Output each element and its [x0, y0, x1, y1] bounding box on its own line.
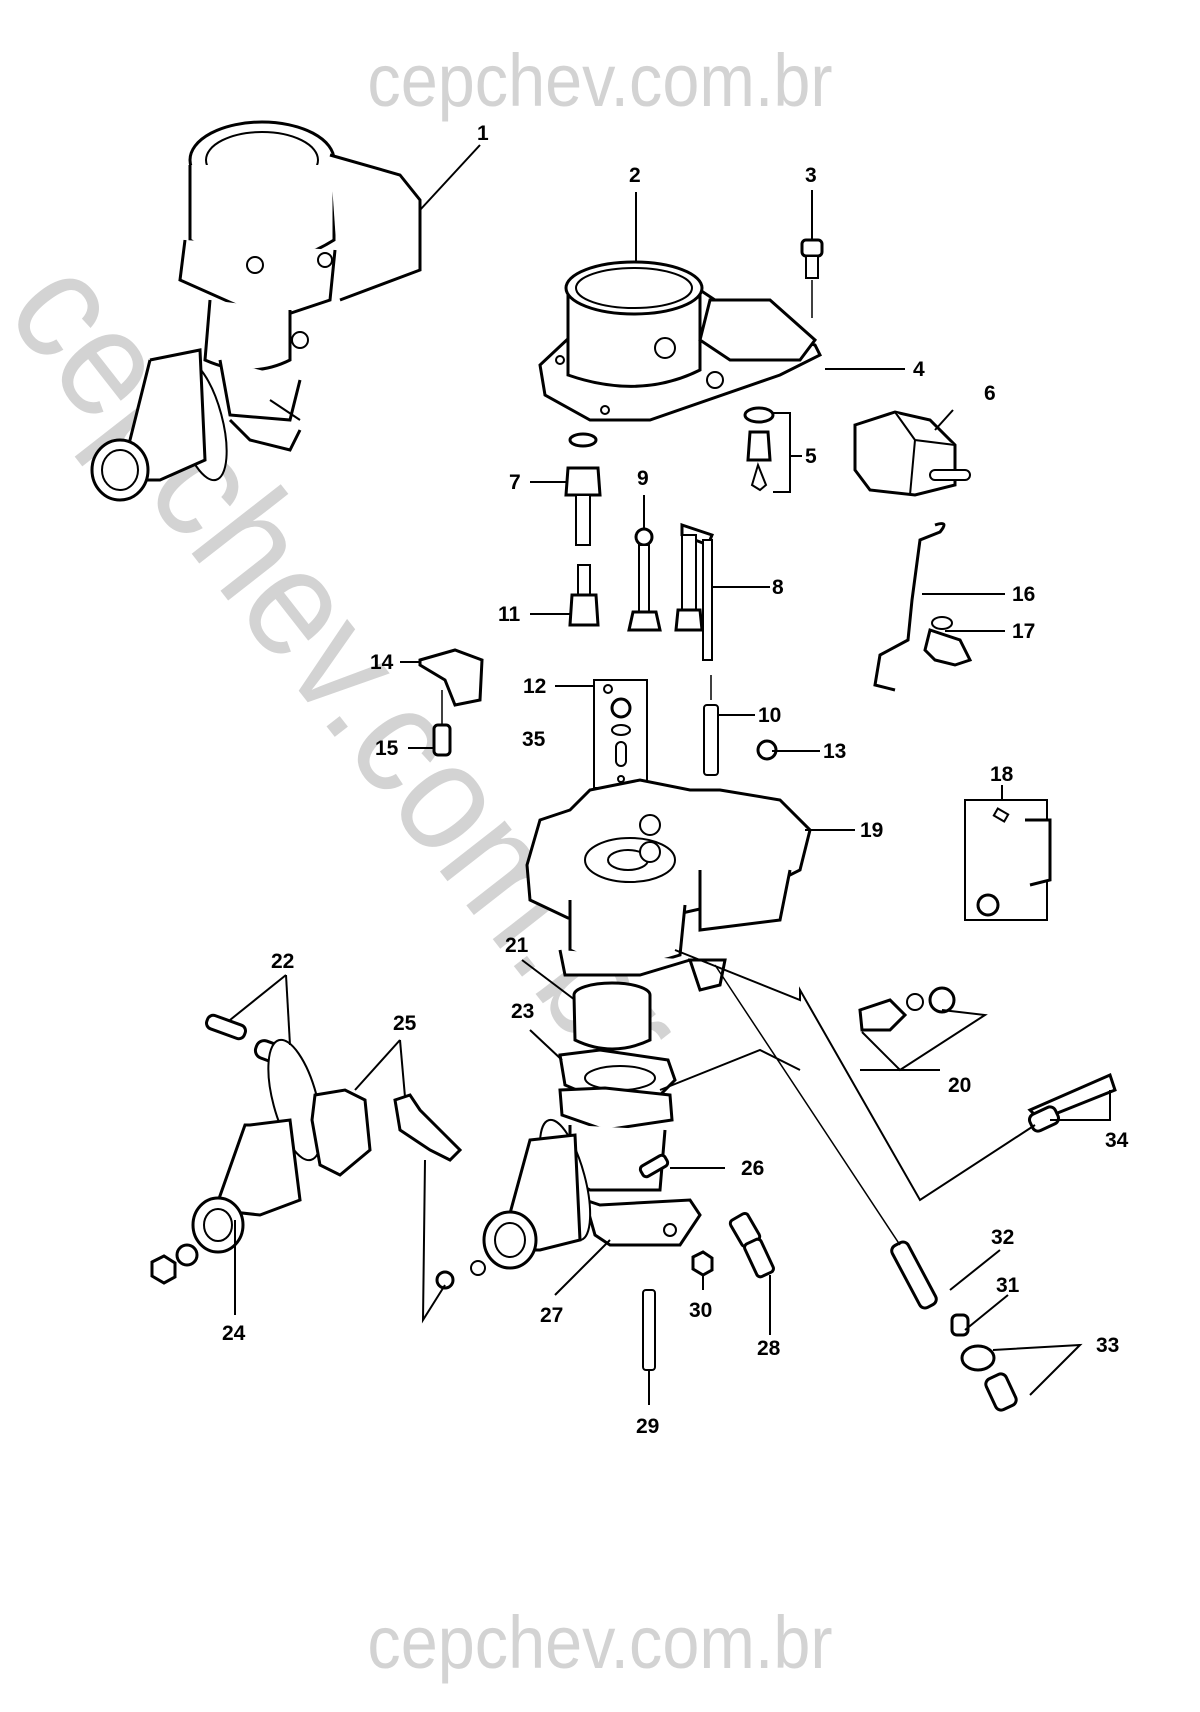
- callout-8: 8: [772, 576, 784, 599]
- watermark-bottom: cepchev.com.br: [367, 1601, 833, 1684]
- callout-14: 14: [370, 651, 394, 674]
- callout-28: 28: [757, 1337, 781, 1360]
- callout-17: 17: [1012, 620, 1035, 643]
- part-3-screw: [800, 238, 824, 318]
- callout-1: 1: [477, 122, 489, 145]
- watermark-top: cepchev.com.br: [367, 39, 833, 122]
- part-30-nut: [691, 1250, 714, 1277]
- callout-22: 22: [271, 950, 294, 973]
- part-15-spring: [432, 690, 452, 757]
- callout-18: 18: [990, 763, 1014, 786]
- part-18-link-kit: [964, 799, 1052, 921]
- part-8-pump-rod: [674, 522, 714, 661]
- callout-27: 27: [540, 1304, 563, 1327]
- callout-11: 11: [498, 603, 521, 626]
- part-6-float: [853, 410, 971, 497]
- callout-2: 2: [629, 164, 641, 187]
- callout-31: 31: [996, 1274, 1020, 1297]
- callout-13: 13: [823, 740, 846, 763]
- callout-10: 10: [758, 704, 781, 727]
- part-10-spring: [703, 675, 719, 776]
- callout-6: 6: [984, 382, 996, 405]
- callout-29: 29: [636, 1415, 659, 1438]
- callout-7: 7: [509, 471, 521, 494]
- part-5-needle-valve: [743, 406, 775, 492]
- callout-4: 4: [913, 358, 925, 381]
- part-12-check-valve-kit: [593, 679, 648, 789]
- callout-35: 35: [522, 728, 546, 751]
- callout-19: 19: [860, 819, 883, 842]
- part-26-screw: [638, 1153, 670, 1179]
- part-25-levers: [310, 1088, 486, 1290]
- callout-33: 33: [1096, 1334, 1119, 1357]
- callout-15: 15: [375, 737, 399, 760]
- callout-21: 21: [505, 934, 529, 957]
- part-19-carburetor-body: [525, 778, 812, 992]
- part-14-bracket: [418, 648, 484, 707]
- callout-9: 9: [637, 467, 649, 490]
- part-27-throttle-body: [482, 1118, 702, 1270]
- part-31-jet: [950, 1313, 970, 1337]
- callout-26: 26: [741, 1157, 764, 1180]
- callout-3: 3: [805, 164, 817, 187]
- callout-34: 34: [1105, 1129, 1129, 1152]
- callout-30: 30: [689, 1299, 712, 1322]
- part-9-tube: [627, 527, 662, 632]
- part-2-top-cover: [538, 260, 823, 422]
- callout-12: 12: [523, 675, 546, 698]
- part-7-jet-holder: [564, 432, 602, 546]
- part-24-vacuum-diaphragm: [150, 1038, 323, 1285]
- part-23-gasket: [558, 1048, 677, 1132]
- part-29-stud: [642, 1289, 656, 1371]
- part-33-washer-bolt: [960, 1344, 1018, 1412]
- part-11-jet: [568, 564, 600, 627]
- leader-lines: [229, 144, 1111, 1405]
- callout-16: 16: [1012, 583, 1035, 606]
- part-1-carburetor-assembly: [90, 120, 422, 502]
- part-32-tube: [890, 1240, 938, 1310]
- callout-24: 24: [222, 1322, 246, 1345]
- callout-25: 25: [393, 1012, 417, 1035]
- callout-23: 23: [511, 1000, 534, 1023]
- callout-32: 32: [991, 1226, 1014, 1249]
- part-34-mixture-screw: [1027, 1072, 1117, 1133]
- callout-labels: 1 2 3 4 5 6 7 8 9 10 11 12 13 14 15 16 1…: [222, 122, 1129, 1438]
- part-17-lever: [923, 616, 973, 667]
- part-28-fitting: [728, 1211, 775, 1279]
- part-16-rod: [873, 522, 946, 692]
- callout-20: 20: [948, 1074, 971, 1097]
- part-20-plate-nut: [858, 986, 956, 1032]
- part-21-venturi: [572, 981, 652, 1051]
- callout-5: 5: [805, 445, 817, 468]
